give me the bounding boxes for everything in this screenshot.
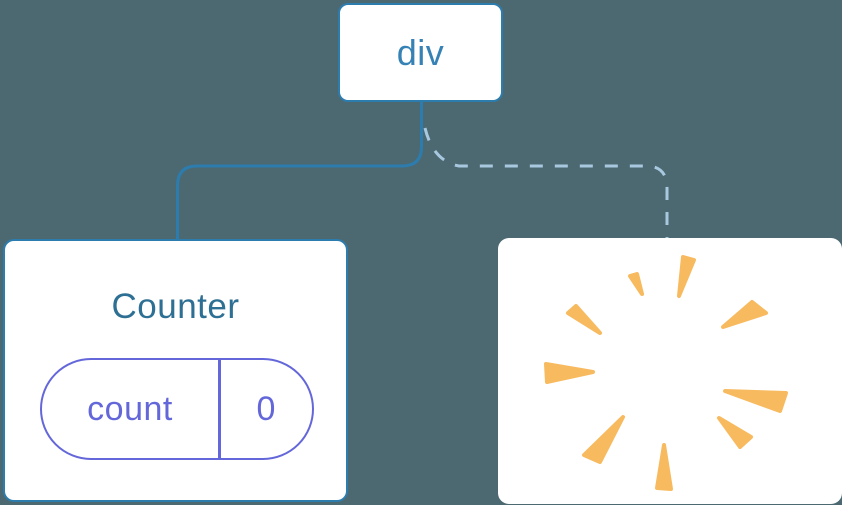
state-value-label: 0 [256, 389, 276, 428]
div-node-label: div [396, 31, 445, 73]
state-pill-divider [218, 360, 221, 458]
dashed-connector-line [423, 127, 669, 239]
state-pill: count 0 [40, 358, 314, 460]
counter-node-label: Counter [111, 287, 240, 326]
state-key-label: count [87, 389, 173, 428]
poof-burst-icon [544, 255, 788, 491]
tree-node-counter: Counter count 0 [3, 239, 348, 502]
solid-connector-line [176, 100, 423, 242]
tree-node-div: div [338, 3, 503, 102]
tree-node-removed [498, 238, 842, 504]
